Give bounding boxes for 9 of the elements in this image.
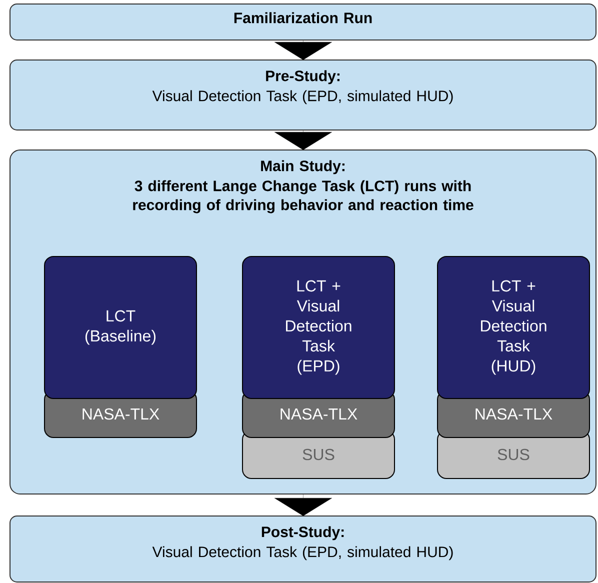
arrow	[274, 494, 332, 516]
task-box: LCT + Visual Detection Task (EPD)	[242, 256, 395, 399]
task-box: LCT (Baseline)	[44, 256, 197, 399]
arrow	[274, 40, 332, 60]
task-box: LCT + Visual Detection Task (HUD)	[437, 256, 590, 399]
arrow	[274, 130, 332, 150]
stage-box: Pre-Study: Visual Detection Task (EPD, simulated HUD)	[10, 60, 596, 130]
stage-box: Familiarization Run	[10, 4, 596, 40]
stage-box: Post-Study: Visual Detection Task (EPD, simulated HUD)	[10, 516, 596, 582]
